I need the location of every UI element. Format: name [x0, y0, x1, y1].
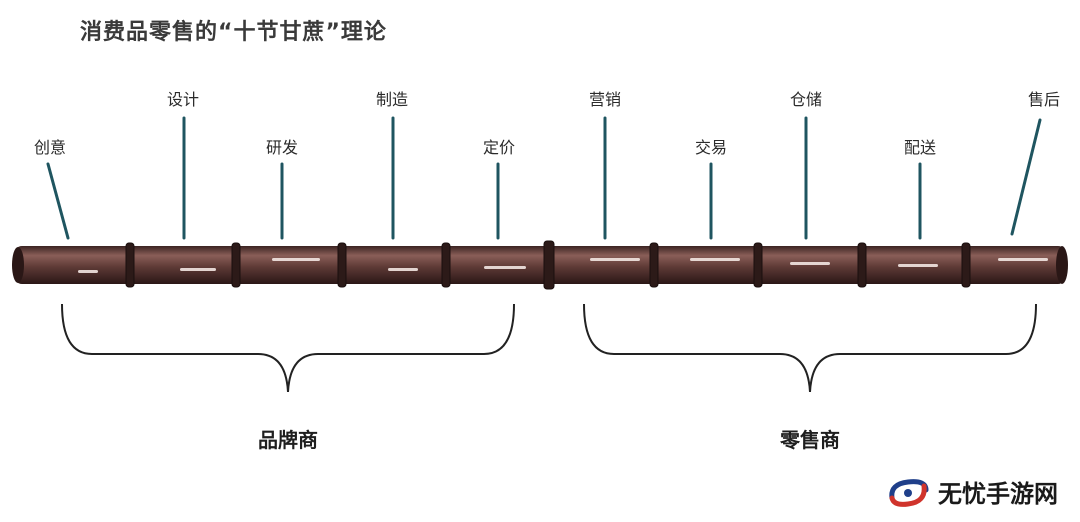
- watermark: 无忧手游网: [886, 474, 1058, 509]
- cane-highlight: [790, 262, 830, 265]
- cane-node: [649, 242, 659, 288]
- cane-node: [125, 242, 135, 288]
- stage-label-rnd: 研发: [265, 138, 299, 157]
- cane-highlight: [690, 258, 740, 261]
- cane-right-end: [1056, 246, 1068, 284]
- cane-node: [441, 242, 451, 288]
- stage-label-pricing: 定价: [482, 138, 516, 157]
- cane-highlight: [388, 268, 418, 271]
- group-label-retailer: 零售商: [780, 428, 840, 452]
- bracket-brand: [61, 303, 515, 393]
- pointer-idea: [46, 162, 70, 240]
- stage-label-transaction: 交易: [694, 138, 728, 157]
- cane-left-end: [12, 247, 24, 283]
- cane-highlight: [998, 258, 1048, 261]
- cane-highlight: [78, 270, 98, 273]
- stage-label-manufacturing: 制造: [375, 90, 409, 109]
- cane-highlight: [272, 258, 320, 261]
- watermark-text: 无忧手游网: [938, 480, 1058, 508]
- pointer-aftersales: [1010, 118, 1042, 236]
- cane-highlight: [484, 266, 526, 269]
- stage-label-warehousing: 仓储: [789, 90, 823, 109]
- cane-node: [337, 242, 347, 288]
- stage-label-marketing: 营销: [588, 90, 622, 109]
- cane-node: [857, 242, 867, 288]
- stage-label-design: 设计: [166, 90, 200, 109]
- cane-highlight: [590, 258, 640, 261]
- watermark-logo-icon: [889, 478, 929, 507]
- bracket-retailer: [583, 303, 1037, 393]
- cane-node: [961, 242, 971, 288]
- cane-highlight: [898, 264, 938, 267]
- diagram-title: 消费品零售的“十节甘蔗”理论: [80, 20, 387, 45]
- cane-highlight: [180, 268, 216, 271]
- cane-nodes: [125, 240, 971, 290]
- cane-highlights: [78, 258, 1048, 273]
- stage-label-delivery: 配送: [903, 138, 937, 157]
- stage-label-idea: 创意: [33, 138, 67, 157]
- sugarcane: [12, 240, 1068, 290]
- cane-node: [543, 240, 555, 290]
- cane-node: [231, 242, 241, 288]
- stage-label-aftersales: 售后: [1027, 90, 1061, 109]
- cane-body: [14, 246, 1066, 284]
- pointer-lines: [46, 116, 1042, 240]
- group-label-brand: 品牌商: [258, 428, 318, 452]
- cane-node: [753, 242, 763, 288]
